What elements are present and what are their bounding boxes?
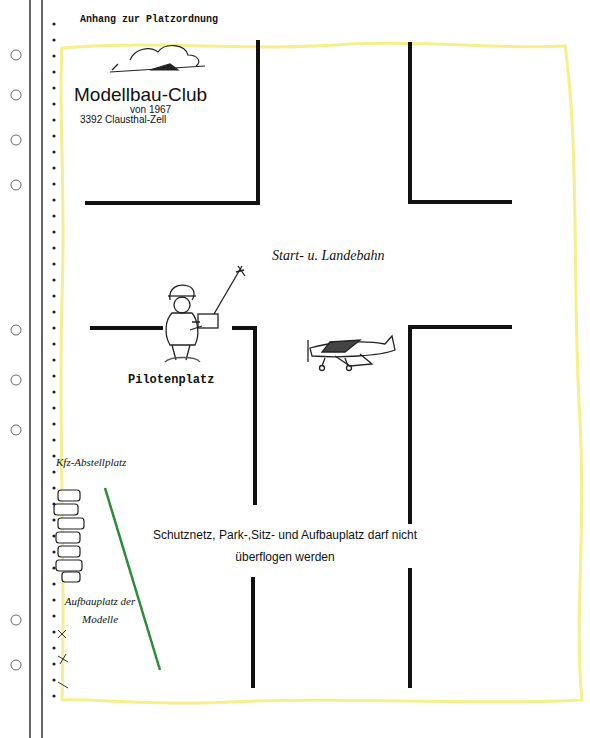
parking-label: Kfz-Abstellplatz [56,456,126,468]
parked-cars [54,490,84,582]
safety-net [105,488,160,670]
no-fly-note: Schutznetz, Park-,Sitz- und Aufbauplatz … [150,524,420,568]
tools [58,630,68,688]
pilot-figure [165,266,245,362]
club-address: 3392 Clausthal-Zell [80,114,166,125]
logo-glider [110,46,205,72]
page-header: Anhang zur Platzordnung [80,14,218,25]
binder-strip [11,0,56,738]
runway-label: Start- u. Landebahn [272,248,384,264]
field-boundary [61,43,582,703]
club-name: Modellbau-Club [74,84,207,106]
runway-edges [85,40,512,688]
model-airplane [308,336,395,371]
setup-area-label: Aufbauplatz der Modelle [56,592,144,628]
club-year: von 1967 [130,104,171,115]
pilot-area-label: Pilotenplatz [128,373,214,387]
